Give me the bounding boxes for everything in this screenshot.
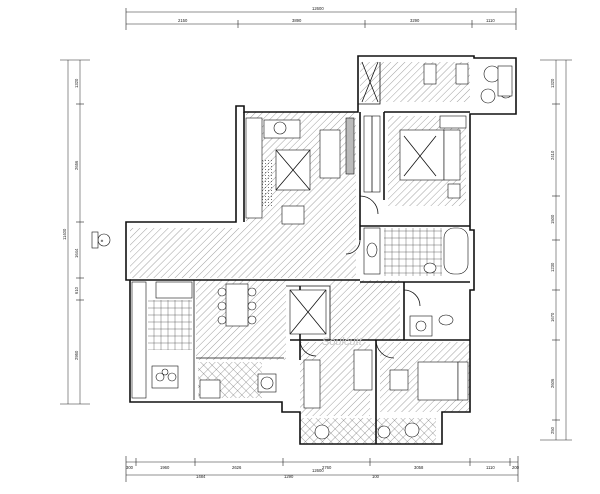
headboard (443, 129, 461, 181)
right-dim-2: 2410 (550, 150, 555, 160)
tv-wall (345, 117, 355, 175)
plant-2 (480, 88, 496, 104)
living-floor-hatch (130, 228, 356, 278)
desk-2 (353, 349, 373, 391)
toilet-2 (438, 314, 454, 326)
bed-3 (417, 361, 459, 401)
right-dim-3: 1500 (550, 214, 555, 224)
left-dim-4: 610 (74, 286, 79, 294)
door-arc-bath (345, 239, 361, 255)
dining-table (225, 283, 249, 327)
bottom-dim-7: 200 (512, 465, 520, 470)
balcony-chair-1 (423, 63, 437, 85)
top-dim-2: 3890 (292, 18, 302, 23)
hall-floor (330, 280, 400, 340)
top-dim-3: 3290 (410, 18, 420, 23)
plant-4 (314, 424, 330, 440)
tv-cabinet (319, 129, 341, 179)
plant-1 (483, 65, 501, 83)
balcony-cabinet (497, 65, 513, 97)
top-total-dim: 12600 (312, 6, 324, 11)
left-dim-1: 1320 (74, 78, 79, 88)
headboard-3 (457, 361, 469, 401)
kitchen-upper (155, 281, 193, 299)
bathtub (443, 227, 469, 275)
bottom-dim-2: 1960 (160, 465, 170, 470)
left-total-dim: 11400 (62, 228, 67, 240)
door-arc-bed3 (375, 339, 395, 359)
plant-living (273, 121, 287, 135)
desk-3 (389, 369, 409, 391)
dresser (439, 115, 467, 129)
bottom-dimension-group: 300 1960 2626 2760 3058 1110 200 1484 12… (125, 456, 520, 482)
kitchen-counter (131, 281, 147, 399)
right-dim-4: 1230 (550, 262, 555, 272)
top-dim-4: 1110 (486, 18, 495, 23)
bottom-dim-3: 2626 (232, 465, 242, 470)
right-dim-7: 250 (550, 426, 555, 434)
entrance-marker (91, 231, 99, 249)
left-dimension-group: 11400 1320 2656 1644 610 2950 (60, 59, 90, 405)
bottom-dim-6: 1110 (486, 465, 495, 470)
compass-glyph: ⊕ (101, 239, 104, 243)
balcony-top-floor (360, 62, 470, 102)
balcony-closet (357, 62, 381, 105)
bottom-sub-4: 100 (372, 474, 380, 479)
furniture-group (131, 63, 513, 440)
sofa-left (245, 117, 263, 219)
nightstand (447, 183, 461, 199)
plant-6 (404, 422, 420, 438)
door-arc-master (359, 195, 379, 215)
bottom-dim-1: 300 (126, 465, 134, 470)
kitchen-tile (148, 300, 192, 350)
wardrobe-2 (303, 359, 321, 409)
left-dim-5: 2950 (74, 350, 79, 360)
right-dim-1: 1320 (550, 78, 555, 88)
bath-sink (366, 242, 378, 258)
right-dim-6: 2606 (550, 378, 555, 388)
bottom-sub-2: 1290 (284, 474, 294, 479)
entry-closet (286, 285, 331, 340)
laundry-sink (199, 379, 221, 399)
kitchen-stove (161, 368, 169, 376)
sink (151, 365, 179, 389)
left-dim-3: 1644 (74, 248, 79, 258)
bed-cover (403, 135, 437, 177)
door-arc-bed2 (299, 339, 317, 357)
north-arrow: ⊕ (91, 231, 111, 249)
right-dim-5: 1670 (550, 312, 555, 322)
balcony-cross (361, 61, 379, 103)
plant-5 (377, 425, 391, 439)
ottoman (281, 205, 305, 225)
left-dim-2: 2656 (74, 160, 79, 170)
balcony-chair-2 (455, 63, 469, 85)
bottom-sub-1: 1484 (196, 474, 206, 479)
bottom-dim-4: 2760 (322, 465, 332, 470)
bottom-dim-5: 3058 (414, 465, 424, 470)
top-dim-1: 2150 (178, 18, 188, 23)
right-dimension-group: 1320 2410 1500 1230 1670 2606 250 (540, 59, 572, 441)
outer-wall (125, 55, 517, 445)
top-dimension-group: 12600 2150 3890 3290 1110 (125, 6, 517, 30)
door-arc-bath2 (403, 289, 421, 307)
toilet (423, 262, 437, 274)
bottom-total-dim: 12600 (312, 468, 324, 473)
watermark: Soulcutt (322, 336, 363, 348)
